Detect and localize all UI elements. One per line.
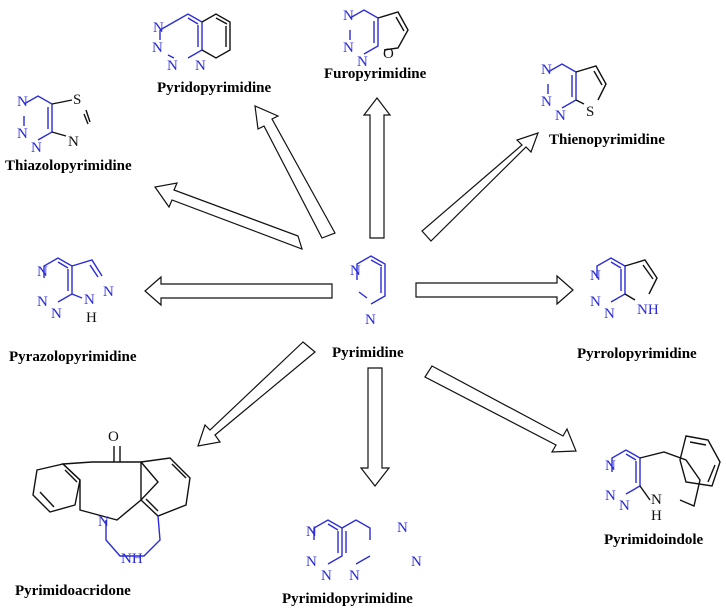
atom-h: H <box>651 508 662 524</box>
thiazolopyrimidine-structure: N N N S N <box>17 92 91 156</box>
pyrimidopyrimidine-label: Pyrimidopyrimidine <box>282 591 413 607</box>
pyrimidoindole-label: Pyrimidoindole <box>604 532 704 548</box>
thiazolopyrimidine-label: Thiazolopyrimidine <box>5 158 132 174</box>
atom-n: N <box>343 40 354 56</box>
furopyrimidine-label: Furopyrimidine <box>324 66 427 82</box>
arrow-to-pyrimidoacridone <box>197 341 316 447</box>
atom-n: N <box>541 62 552 78</box>
arrow-to-pyridopyrimidine <box>254 105 336 239</box>
arrows <box>144 97 577 487</box>
atom-n: N <box>350 263 361 279</box>
pyrazolopyrimidine-label: Pyrazolopyrimidine <box>9 349 137 365</box>
atom-n: N <box>17 94 28 110</box>
pyrrolopyrimidine-label: Pyrrolopyrimidine <box>577 346 697 362</box>
atom-o: O <box>108 429 119 445</box>
atom-n: N <box>17 126 28 142</box>
atom-n: N <box>605 488 616 504</box>
thienopyrimidine-structure: N N N S <box>541 62 607 124</box>
arrow-to-thienopyrimidine <box>421 132 539 242</box>
pyrimidoindole-structure: N N N N H <box>605 435 721 524</box>
atom-n: N <box>590 268 601 284</box>
pyrazolopyrimidine-structure: N N N N N H <box>37 257 114 326</box>
atom-n: N <box>411 554 422 570</box>
arrow-to-furopyrimidine <box>362 97 392 239</box>
atom-n: N <box>153 20 164 36</box>
arrow-to-thiazolopyrimidine <box>153 182 303 250</box>
arrow-to-pyrrolopyrimidine <box>415 274 574 306</box>
atom-n: N <box>604 306 615 322</box>
atom-n: N <box>321 568 332 584</box>
atom-n: N <box>68 134 79 150</box>
pyridopyrimidine-label: Pyridopyrimidine <box>157 80 272 96</box>
atom-n: N <box>98 514 109 530</box>
center-label: Pyrimidine <box>332 345 404 361</box>
atom-n: N <box>37 294 48 310</box>
atom-nh: NH <box>637 302 659 318</box>
atom-n: N <box>357 54 368 70</box>
atom-n: N <box>31 140 42 156</box>
atom-n: N <box>349 568 360 584</box>
atom-n: N <box>397 520 408 536</box>
pyrimidoacridone-label: Pyrimidoacridone <box>15 583 131 599</box>
thienopyrimidine-label: Thienopyrimidine <box>549 132 665 148</box>
atom-nh: NH <box>121 551 143 567</box>
atom-n: N <box>343 8 354 24</box>
atom-n: N <box>103 284 114 300</box>
atom-n: N <box>619 498 630 514</box>
arrow-to-pyrimidoindole <box>424 365 577 453</box>
atom-h: H <box>86 310 97 326</box>
pyridopyrimidine-structure: N N N N <box>152 13 231 74</box>
arrow-to-pyrazolopyrimidine <box>144 275 333 307</box>
arrow-to-pyrimidopyrimidine <box>359 367 391 487</box>
pyrrolopyrimidine-structure: N N N NH <box>590 257 659 322</box>
atom-n: N <box>651 492 662 508</box>
atom-n: N <box>51 306 62 322</box>
pyrimidine-structure: N N <box>350 255 386 328</box>
atom-n: N <box>167 58 178 74</box>
atom-n: N <box>365 312 376 328</box>
atom-n: N <box>152 40 163 56</box>
atom-o: O <box>383 46 394 62</box>
atom-n: N <box>605 458 616 474</box>
atom-n: N <box>541 94 552 110</box>
atom-n: N <box>555 108 566 124</box>
atom-n: N <box>306 554 317 570</box>
atom-n: N <box>84 292 95 308</box>
atom-n: N <box>590 294 601 310</box>
pyrimidopyrimidine-structure: N N N N N N <box>306 519 422 584</box>
atom-s: S <box>586 104 594 120</box>
atom-n: N <box>195 58 206 74</box>
pyrimidoacridone-structure: O N NH <box>32 429 191 567</box>
atom-s: S <box>73 92 81 108</box>
atom-n: N <box>37 264 48 280</box>
atom-n: N <box>306 524 317 540</box>
furopyrimidine-structure: N N N O <box>343 8 409 70</box>
